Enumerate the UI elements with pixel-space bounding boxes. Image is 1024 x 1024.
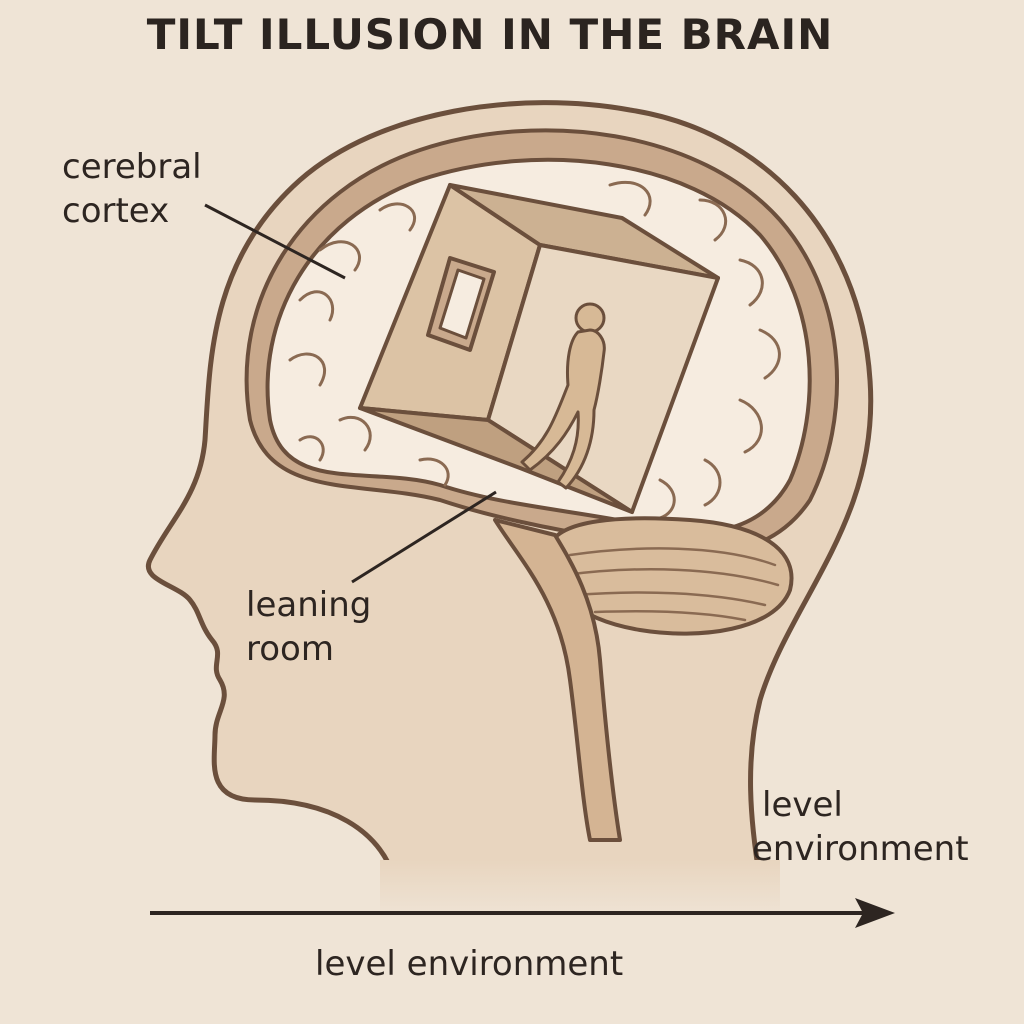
room-window-pane: [438, 268, 486, 340]
room-floor: [358, 406, 634, 514]
cerebral-cortex-label: cerebral cortex: [62, 145, 202, 233]
room-leader-line: [351, 490, 497, 584]
cortex-leader-line: [204, 203, 346, 280]
level-environment-bottom-label: level environment: [315, 944, 624, 984]
brain-folds: [288, 180, 781, 520]
level-environment-side-label: level environment: [752, 783, 969, 871]
leaning-room-label: leaning room: [246, 583, 371, 671]
neck-fade: [380, 860, 780, 920]
page-title: TILT ILLUSION IN THE BRAIN: [146, 10, 834, 59]
level-environment-side-label-line2: environment: [752, 829, 969, 869]
level-environment-side-label-line1: level: [762, 785, 843, 825]
brainstem-icon: [493, 518, 622, 842]
leaning-room-label-line2: room: [246, 629, 334, 669]
walking-person-icon: [520, 302, 606, 490]
cerebellum-icon: [546, 516, 794, 636]
cerebral-cortex-label-line2: cortex: [62, 191, 170, 231]
right-arrow-icon: [150, 898, 895, 928]
leaning-room-label-line1: leaning: [246, 585, 372, 625]
cerebral-cortex-label-line1: cerebral: [62, 147, 202, 187]
